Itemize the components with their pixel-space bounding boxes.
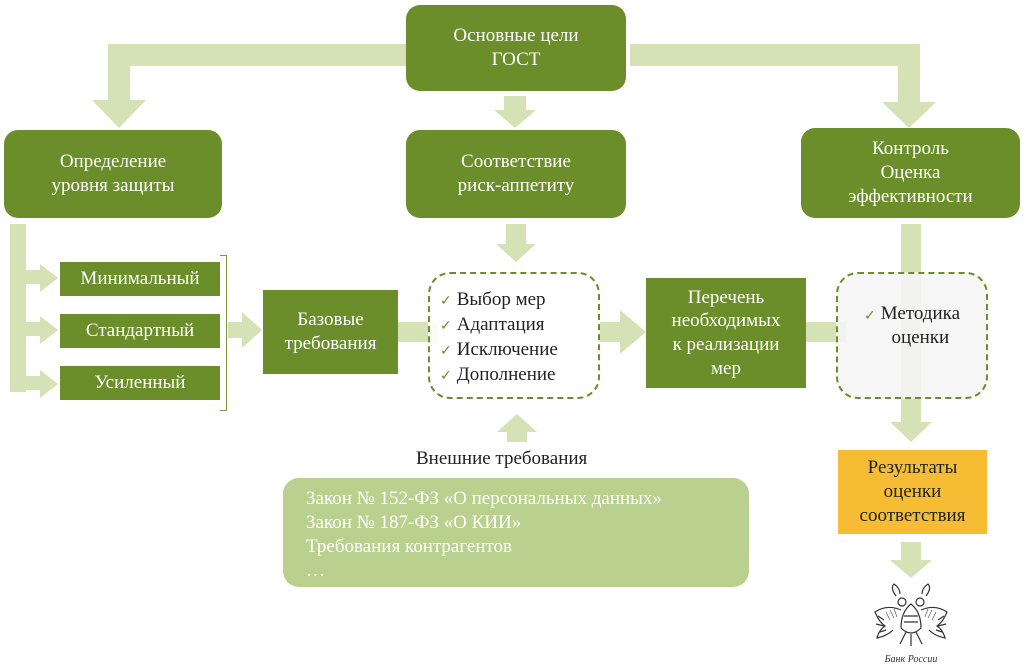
external-requirements-title: Внешние требования	[416, 448, 588, 469]
measure-item: ✓Исключение	[440, 338, 598, 363]
results-label: Результаты оценки соответствия	[859, 457, 966, 526]
measure-item: ✓Адаптация	[440, 313, 598, 338]
level-standard-box: Стандартный	[60, 314, 220, 348]
measure-item-label: Исключение	[456, 339, 558, 360]
check-icon: ✓	[440, 318, 452, 334]
results-box: Результаты оценки соответствия	[838, 450, 987, 534]
measure-item-label: Адаптация	[456, 314, 545, 335]
measure-item-label: Дополнение	[456, 364, 556, 385]
control-box: Контроль Оценка эффективности	[801, 128, 1020, 218]
check-icon: ✓	[863, 307, 876, 324]
method-dashed-box: ✓ Методика оценки	[836, 272, 988, 399]
external-item: …	[306, 560, 325, 581]
measure-item: ✓Выбор мер	[440, 288, 598, 313]
measure-item-label: Выбор мер	[456, 289, 546, 310]
level-enhanced-box: Усиленный	[60, 366, 220, 400]
external-item: Требования контрагентов	[306, 536, 513, 557]
external-item: Закон № 187-ФЗ «О КИИ»	[306, 512, 522, 533]
measures-list-box: Перечень необходимых к реализации мер	[646, 278, 806, 388]
level-minimal-label: Минимальный	[80, 268, 200, 290]
emblem-caption: Банк России	[884, 654, 938, 665]
protection-level-label: Определение уровня защиты	[51, 151, 175, 196]
base-requirements-box: Базовые требования	[263, 290, 398, 374]
check-icon: ✓	[440, 343, 452, 359]
bank-of-russia-eagle-icon: Банк России	[874, 583, 948, 665]
measures-list-label: Перечень необходимых к реализации мер	[671, 286, 781, 379]
level-enhanced-label: Усиленный	[94, 372, 186, 394]
external-item: Закон № 152-ФЗ «О персональных данных»	[306, 488, 662, 509]
method-label: Методика оценки	[880, 302, 961, 348]
level-standard-label: Стандартный	[85, 320, 195, 342]
control-label: Контроль Оценка эффективности	[848, 138, 973, 207]
measures-dashed-box: ✓Выбор мер ✓Адаптация ✓Исключение ✓Допол…	[428, 272, 600, 399]
risk-appetite-label: Соответствие риск-аппетиту	[457, 151, 575, 196]
goals-box: Основные цели ГОСТ	[406, 5, 626, 91]
levels-bracket	[220, 255, 227, 411]
risk-appetite-box: Соответствие риск-аппетиту	[406, 130, 626, 218]
check-icon: ✓	[440, 368, 452, 384]
level-minimal-box: Минимальный	[60, 262, 220, 296]
base-requirements-label: Базовые требования	[284, 309, 377, 354]
protection-level-box: Определение уровня защиты	[4, 130, 222, 218]
check-icon: ✓	[440, 293, 452, 309]
external-requirements-box: Закон № 152-ФЗ «О персональных данных» З…	[283, 478, 749, 587]
measures-checklist: ✓Выбор мер ✓Адаптация ✓Исключение ✓Допол…	[440, 288, 598, 388]
goals-label: Основные цели ГОСТ	[453, 25, 579, 70]
measure-item: ✓Дополнение	[440, 363, 598, 388]
